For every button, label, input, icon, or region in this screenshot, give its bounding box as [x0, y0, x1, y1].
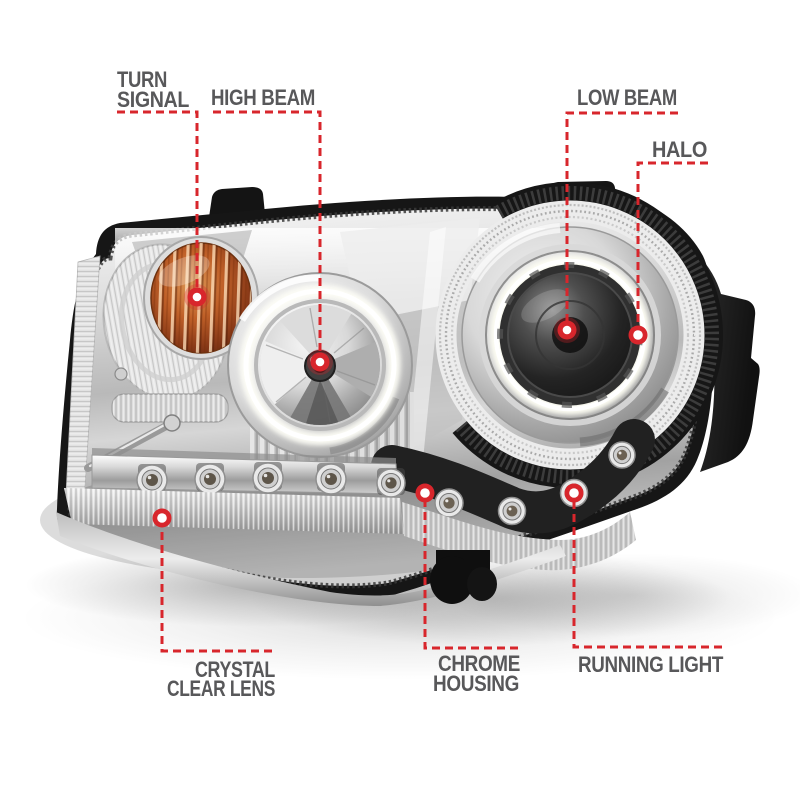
label-running-light: RUNNING LIGHT — [578, 652, 724, 677]
leader-halo — [636, 161, 708, 335]
lower-lens-edge — [56, 512, 566, 606]
annotation-halo: HALO — [628, 137, 708, 345]
label-turn-signal-line2: SIGNAL — [117, 87, 189, 112]
leader-turn-signal — [117, 110, 199, 297]
led-running-light-strip — [91, 419, 655, 534]
leader-chrome-housing — [423, 493, 518, 650]
low-beam-projector — [435, 182, 723, 488]
annotation-high-beam: HIGH BEAM — [211, 85, 333, 375]
label-chrome-housing-line2: HOUSING — [433, 671, 519, 696]
leader-crystal-clear-lens — [160, 518, 272, 653]
projector-outer-rim — [452, 182, 723, 488]
leader-high-beam — [213, 110, 322, 362]
label-halo: HALO — [652, 137, 707, 162]
led-strip-dark-back — [371, 419, 655, 534]
bottom-bracket — [430, 550, 497, 604]
label-low-beam: LOW BEAM — [577, 85, 677, 110]
label-high-beam: HIGH BEAM — [211, 85, 315, 110]
label-turn-signal-line1: TURN — [117, 67, 167, 92]
label-chrome-housing-line1: CHROME — [438, 651, 520, 676]
annotation-turn-signal: TURN SIGNAL — [117, 67, 210, 310]
annotation-running-light: RUNNING LIGHT — [564, 483, 724, 677]
leader-low-beam — [565, 111, 678, 330]
bolt — [163, 414, 181, 432]
annotation-chrome-housing: CHROME HOUSING — [415, 483, 520, 696]
led-lamps — [136, 441, 636, 526]
label-crystal-clear-lens-line2: CLEAR LENS — [167, 676, 275, 701]
label-crystal-clear-lens-line1: CRYSTAL — [195, 657, 275, 682]
leader-running-light — [572, 493, 722, 649]
annotation-crystal-clear-lens: CRYSTAL CLEAR LENS — [152, 508, 275, 701]
annotation-low-beam: LOW BEAM — [554, 85, 678, 343]
annotations: TURN SIGNAL HIGH BEAM LOW BEAM HALO — [117, 67, 724, 701]
end-cap — [664, 230, 760, 472]
headlight-photo — [40, 181, 760, 606]
